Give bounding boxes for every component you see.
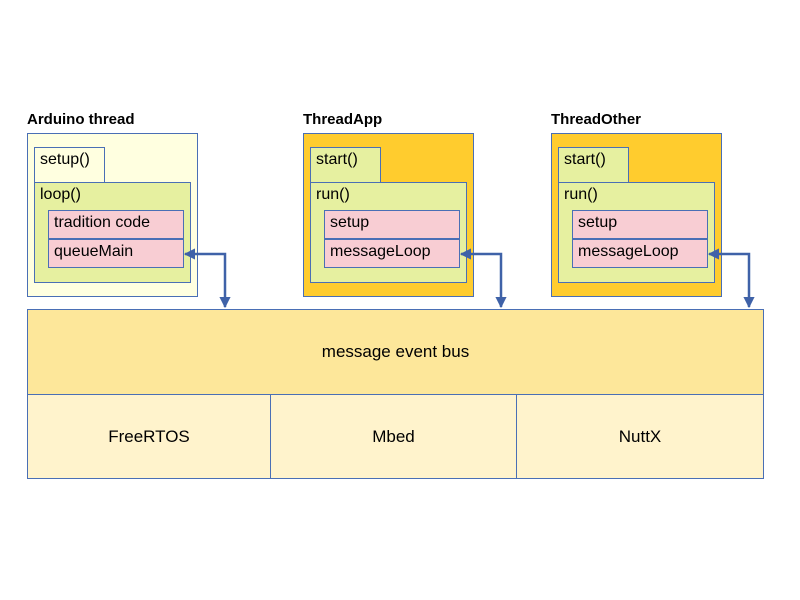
thread-other-setup-box: setup (572, 210, 708, 239)
arrow-queue-main-to-bus (183, 248, 231, 309)
arrow-thread-other-to-bus (707, 248, 755, 309)
thread-other-title: ThreadOther (551, 111, 642, 128)
thread-other-message-loop-box: messageLoop (572, 239, 708, 268)
os-box-mbed: Mbed (270, 394, 517, 479)
arrow-thread-app-to-bus (459, 248, 507, 309)
thread-app-start-box: start() (310, 147, 381, 183)
os-label-mbed: Mbed (372, 426, 415, 446)
os-label-freertos: FreeRTOS (108, 426, 190, 446)
arduino-thread-title: Arduino thread (27, 111, 135, 128)
thread-app-setup-box: setup (324, 210, 460, 239)
tradition-code-box: tradition code (48, 210, 184, 239)
queue-main-box: queueMain (48, 239, 184, 268)
thread-app-title: ThreadApp (303, 111, 383, 128)
message-event-bus-label: message event bus (321, 342, 470, 361)
message-event-bus: message event bus (27, 309, 764, 395)
thread-other-start-box: start() (558, 147, 629, 183)
os-box-freertos: FreeRTOS (27, 394, 271, 479)
os-label-nuttx: NuttX (618, 426, 662, 446)
thread-app-message-loop-box: messageLoop (324, 239, 460, 268)
os-box-nuttx: NuttX (516, 394, 764, 479)
